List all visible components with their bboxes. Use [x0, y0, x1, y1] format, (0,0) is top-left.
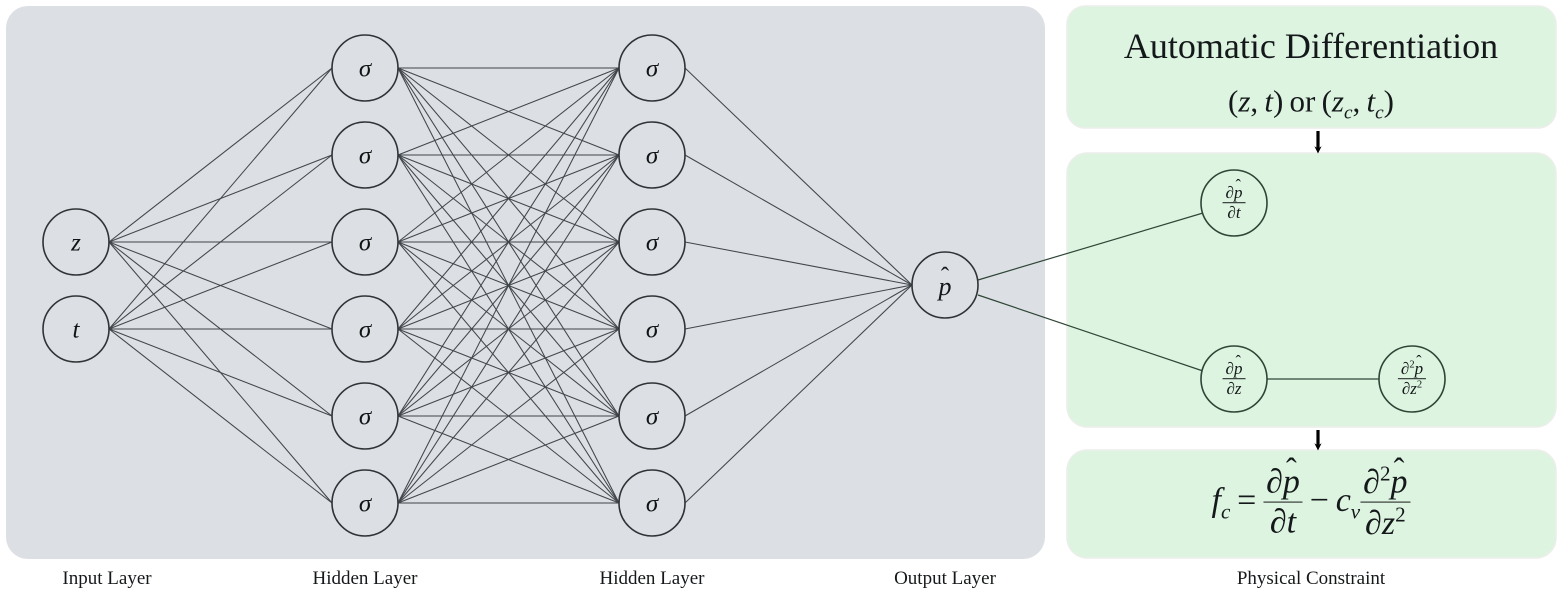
hidden1-node-1[interactable] [331, 34, 399, 102]
hidden-layer-1-nodes: σ σ σ σ σ σ [331, 34, 399, 537]
hidden1-node-3[interactable] [331, 208, 399, 276]
hidden2-node-5-label: σ [646, 404, 660, 431]
input-node-z[interactable] [42, 208, 110, 276]
input-node-z-label: z [70, 230, 81, 257]
hidden2-node-2-label: σ [646, 143, 660, 170]
output-layer-nodes [911, 251, 979, 319]
hidden2-node-2[interactable] [618, 121, 686, 189]
hidden2-node-5[interactable] [618, 382, 686, 450]
physical-constraint-caption: Physical Constraint [1237, 568, 1386, 589]
hidden2-node-6[interactable] [618, 469, 686, 537]
edges-hidden2-output [684, 67, 913, 504]
hidden2-node-3-label: σ [646, 230, 660, 257]
input-node-t-label: t [73, 317, 81, 344]
hidden1-node-4[interactable] [331, 295, 399, 363]
hidden2-node-4-label: σ [646, 317, 660, 344]
layer-label-output: Output Layer [894, 568, 997, 589]
output-node-p-hat[interactable] [911, 251, 979, 319]
hidden-layer-2-nodes: σ σ σ σ σ σ [618, 34, 686, 537]
layer-label-input: Input Layer [62, 568, 152, 589]
hidden1-node-2[interactable] [331, 121, 399, 189]
derivative-node-dp-dz[interactable] [1200, 345, 1268, 413]
hidden1-node-3-label: σ [359, 230, 373, 257]
input-node-t[interactable] [42, 295, 110, 363]
hidden1-node-5[interactable] [331, 382, 399, 450]
automatic-differentiation-box [1066, 5, 1557, 129]
edges-output-derivatives [977, 212, 1379, 380]
hidden2-node-4[interactable] [618, 295, 686, 363]
physical-constraint-box [1066, 449, 1557, 559]
input-layer-nodes: z t [42, 208, 110, 363]
hidden1-node-6[interactable] [331, 469, 399, 537]
edges-hidden1-hidden2 [397, 67, 620, 504]
hidden1-node-5-label: σ [359, 404, 373, 431]
edges-input-hidden1 [108, 67, 333, 504]
hidden1-node-6-label: σ [359, 491, 373, 518]
hidden1-node-4-label: σ [359, 317, 373, 344]
derivative-node-d2p-dz2[interactable] [1378, 345, 1446, 413]
derivative-graph-box [1066, 152, 1557, 428]
network-panel [6, 6, 1045, 559]
hidden2-node-3[interactable] [618, 208, 686, 276]
hidden2-node-6-label: σ [646, 491, 660, 518]
automatic-differentiation-title: Automatic Differentiation [1124, 26, 1498, 66]
hidden2-node-1[interactable] [618, 34, 686, 102]
hidden1-node-1-label: σ [359, 56, 373, 83]
layer-label-hidden-2: Hidden Layer [600, 568, 706, 589]
derivative-node-dp-dt[interactable] [1200, 169, 1268, 237]
layer-label-hidden-1: Hidden Layer [313, 568, 419, 589]
hidden2-node-1-label: σ [646, 56, 660, 83]
hidden1-node-2-label: σ [359, 143, 373, 170]
